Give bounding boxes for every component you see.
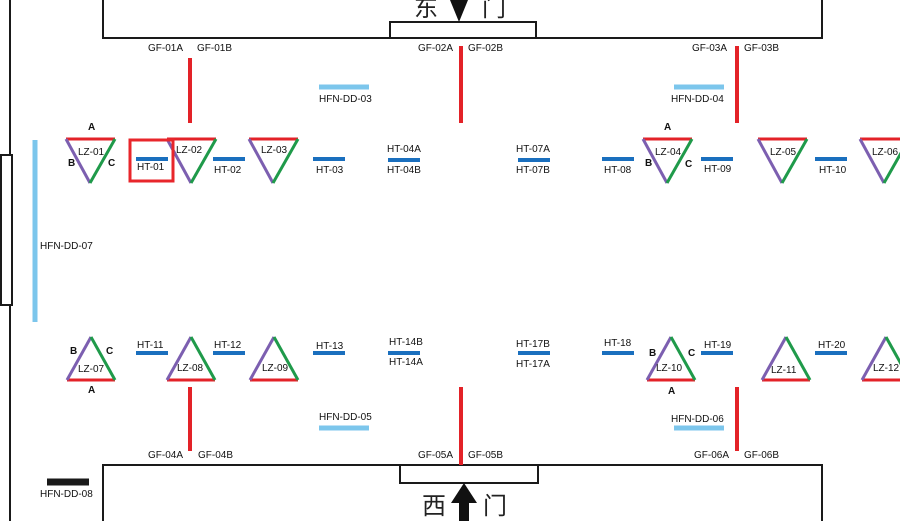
lz-03-triangle <box>247 137 300 184</box>
lz-04-vertex-a: A <box>664 122 672 133</box>
ht-08-label: HT-08 <box>604 165 632 176</box>
hfn-dd-03-label: HFN-DD-03 <box>319 94 372 105</box>
lz-10-triangle <box>645 336 697 382</box>
gf-01a-label: GF-01A <box>148 43 184 54</box>
lz-05-label: LZ-05 <box>770 147 797 158</box>
lz-10-vertex-c: C <box>688 348 696 359</box>
gf-02b-label: GF-02B <box>468 43 504 54</box>
lz-04-vertex-c: C <box>685 159 693 170</box>
lz-07-vertex-b: B <box>70 346 78 357</box>
lz-08-triangle <box>165 336 217 382</box>
ht-10-label: HT-10 <box>819 165 847 176</box>
hfn-dd-05-label: HFN-DD-05 <box>319 412 372 423</box>
gf-02a-label: GF-02A <box>418 43 454 54</box>
gf-06b-label: GF-06B <box>744 450 780 461</box>
west-gate-arrow-icon <box>451 483 477 521</box>
ht-07a-label: HT-07A <box>516 144 550 155</box>
lz-09-label: LZ-09 <box>262 363 289 374</box>
east-gate-arrow-icon <box>450 0 468 22</box>
lz-02-triangle <box>165 137 218 184</box>
lz-04-label: LZ-04 <box>655 147 682 158</box>
east-gate-char-1: 东 <box>414 0 438 22</box>
lz-07-vertex-c: C <box>106 346 114 357</box>
ht-12-label: HT-12 <box>214 340 242 351</box>
lz-01-triangle <box>64 137 117 184</box>
ht-20-label: HT-20 <box>818 340 846 351</box>
lz-bottom-triangles <box>65 336 900 382</box>
west-gate-frame <box>399 464 539 484</box>
ht-04a-label: HT-04A <box>387 144 421 155</box>
ht-04b-label: HT-04B <box>387 165 421 176</box>
lz-04-triangle <box>641 137 694 184</box>
gf-04a-label: GF-04A <box>148 450 184 461</box>
ht-13-label: HT-13 <box>316 341 344 352</box>
gf-01b-label: GF-01B <box>197 43 233 54</box>
ht-03-label: HT-03 <box>316 165 344 176</box>
lz-07-label: LZ-07 <box>78 364 105 375</box>
lz-06-triangle <box>858 137 900 184</box>
east-gate-frame <box>389 21 537 39</box>
ht-17b-label: HT-17B <box>516 339 550 350</box>
lz-01-label: LZ-01 <box>78 147 105 158</box>
lz-04-vertex-b: B <box>645 158 653 169</box>
east-gate-char-2: 门 <box>482 0 506 22</box>
west-gate-char-2: 门 <box>483 492 507 520</box>
lz-top-triangles <box>64 137 900 184</box>
ht-14a-label: HT-14A <box>389 357 423 368</box>
gf-03b-label: GF-03B <box>744 43 780 54</box>
building-outline <box>0 0 823 521</box>
lz-01-vertex-c: C <box>108 158 116 169</box>
lz-12-triangle <box>860 336 900 382</box>
lz-05-triangle <box>756 137 809 184</box>
gf-05b-label: GF-05B <box>468 450 504 461</box>
gf-03a-label: GF-03A <box>692 43 728 54</box>
ht-19-label: HT-19 <box>704 340 732 351</box>
gf-06a-label: GF-06A <box>694 450 730 461</box>
lz-09-triangle <box>248 336 300 382</box>
ht-18-label: HT-18 <box>604 338 632 349</box>
west-gate-char-1: 西 <box>422 492 446 520</box>
lz-10-vertex-a: A <box>668 386 676 397</box>
hfn-dd-08-label: HFN-DD-08 <box>40 489 93 500</box>
lz-07-vertex-a: A <box>88 385 96 396</box>
ht-17a-label: HT-17A <box>516 359 550 370</box>
ht-09-label: HT-09 <box>704 164 732 175</box>
lz-11-triangle <box>760 336 812 382</box>
hfn-dd-06-label: HFN-DD-06 <box>671 414 724 425</box>
ht-01-label[interactable]: HT-01 <box>137 162 165 173</box>
lz-01-vertex-a: A <box>88 122 96 133</box>
ht-14b-label: HT-14B <box>389 337 423 348</box>
hfn-dd-07-label: HFN-DD-07 <box>40 241 93 252</box>
gf-04b-label: GF-04B <box>198 450 234 461</box>
lz-01-vertex-b: B <box>68 158 76 169</box>
lz-03-label: LZ-03 <box>261 145 288 156</box>
ht-top-bars <box>136 157 847 162</box>
ht-11-label: HT-11 <box>137 340 164 351</box>
gf-bars <box>188 46 739 465</box>
lz-11-label: LZ-11 <box>771 365 797 376</box>
lz-10-label: LZ-10 <box>656 363 683 374</box>
west-door-frame <box>0 154 13 306</box>
lz-02-label: LZ-02 <box>176 145 203 156</box>
ht-01-highlight-box[interactable] <box>128 138 175 183</box>
lz-10-vertex-b: B <box>649 348 657 359</box>
ht-07b-label: HT-07B <box>516 165 550 176</box>
lz-07-triangle <box>65 336 117 382</box>
hfn-dd-04-label: HFN-DD-04 <box>671 94 724 105</box>
gf-05a-label: GF-05A <box>418 450 454 461</box>
hfn-bars <box>32 84 724 431</box>
ht-02-label: HT-02 <box>214 165 242 176</box>
lz-06-label: LZ-06 <box>872 147 899 158</box>
lz-08-label: LZ-08 <box>177 363 204 374</box>
lz-12-label: LZ-12 <box>873 363 900 374</box>
